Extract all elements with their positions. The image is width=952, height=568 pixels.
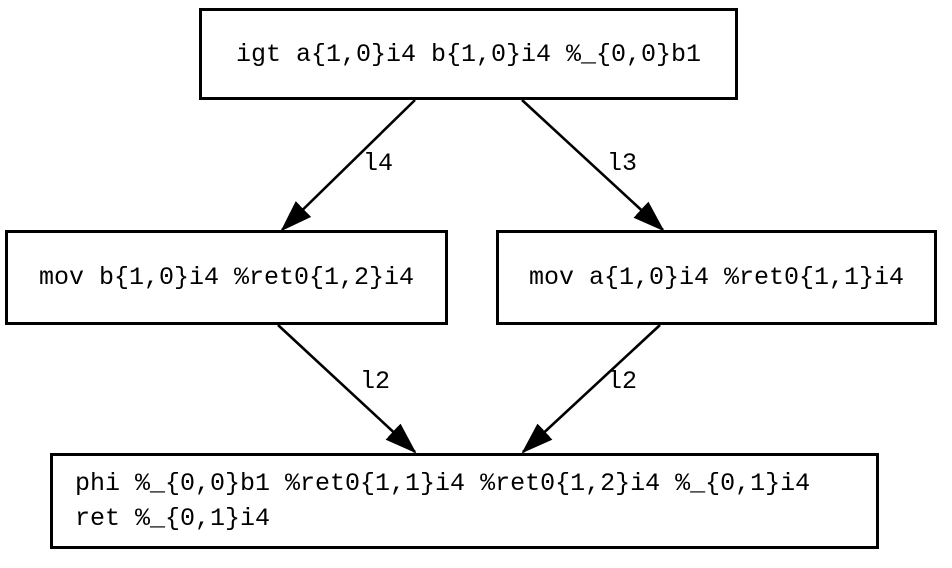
node-block-l2-line-2: ret %_{0,1}i4 [75, 504, 271, 533]
node-block-l2-line-1: phi %_{0,0}b1 %ret0{1,1}i4 %ret0{1,2}i4 … [75, 469, 811, 498]
edge-label-l2-left: l2 [360, 367, 391, 396]
edge-l4-to-l2 [277, 324, 417, 454]
node-block-entry: igt a{1,0}i4 b{1,0}i4 %_{0,0}b1 [199, 8, 738, 100]
node-block-l4-text: mov b{1,0}i4 %ret0{1,2}i4 [38, 263, 415, 292]
node-block-entry-text: igt a{1,0}i4 b{1,0}i4 %_{0,0}b1 [235, 39, 702, 69]
edge-label-l2-right: l2 [607, 367, 638, 396]
node-block-l3-text: mov a{1,0}i4 %ret0{1,1}i4 [528, 263, 905, 292]
node-block-l4: mov b{1,0}i4 %ret0{1,2}i4 [5, 230, 448, 325]
node-block-l3: mov a{1,0}i4 %ret0{1,1}i4 [496, 230, 937, 325]
edge-label-l4: l4 [363, 149, 394, 178]
edge-label-l3: l3 [607, 149, 638, 178]
edge-entry-to-l3 [521, 99, 665, 232]
node-block-l2: phi %_{0,0}b1 %ret0{1,1}i4 %ret0{1,2}i4 … [50, 453, 879, 549]
edge-l3-to-l2 [521, 324, 661, 454]
edge-entry-to-l4 [280, 99, 416, 232]
